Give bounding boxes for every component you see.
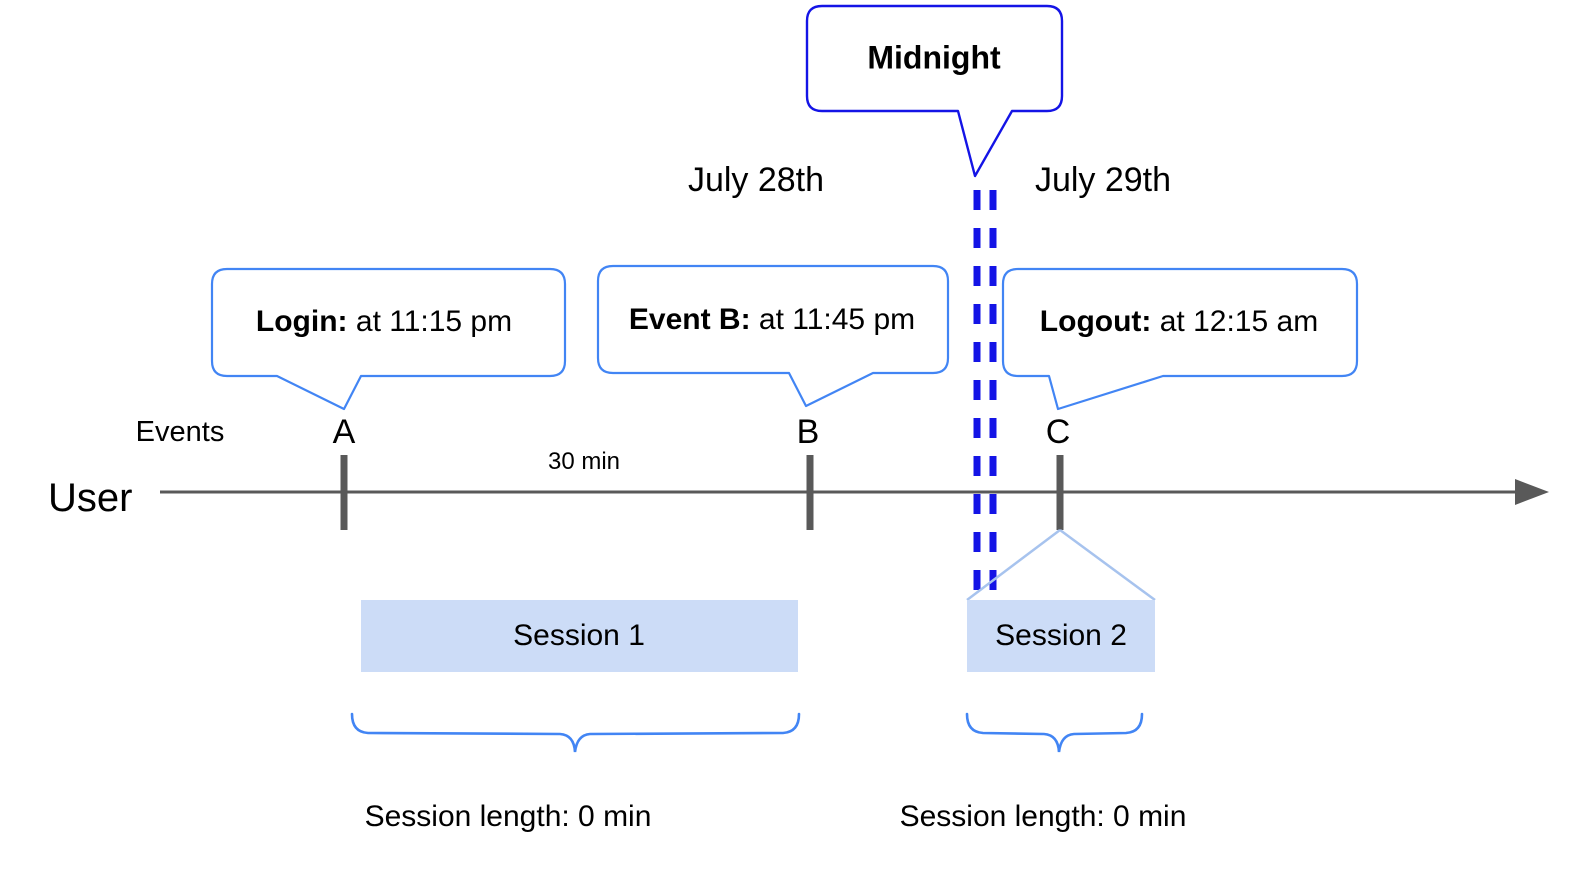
event-letter-b: B: [796, 413, 820, 451]
gap-label-30-min: 30 min: [547, 448, 621, 475]
callout-logout: Logout: at 12:15 am: [1040, 305, 1318, 339]
session-bar-1: [361, 600, 798, 672]
midnight-callout-label: Midnight: [867, 39, 1001, 76]
events-row-label: Events: [135, 416, 225, 448]
session-bar-1-label: Session 1: [513, 619, 645, 652]
callout-event-b: Event B: at 11:45 pm: [629, 303, 915, 337]
event-letter-a: A: [332, 413, 356, 451]
callout-logout-bold: Logout:: [1039, 305, 1152, 338]
session-length-brace-1: [350, 712, 801, 753]
callout-event-b-bold: Event B:: [628, 303, 751, 336]
callout-logout-rest: at 12:15 am: [1151, 305, 1319, 338]
timeline-axis: [160, 479, 1549, 505]
midnight-dashed-lines: [973, 190, 997, 590]
midnight-callout-shape: [805, 4, 1064, 178]
session-length-label-1: Session length: 0 min: [364, 800, 652, 833]
callout-login-bold: Login:: [255, 305, 348, 338]
date-label-july-28: July 28th: [687, 161, 825, 199]
session-2-funnel: [966, 528, 1156, 602]
session-length-label-2: Session length: 0 min: [899, 800, 1187, 833]
user-row-label: User: [48, 476, 133, 520]
callout-login: Login: at 11:15 pm: [256, 305, 512, 339]
callout-shape-event-b: [596, 264, 950, 408]
callout-login-rest: at 11:15 pm: [347, 305, 513, 338]
callout-shape-login: [210, 267, 567, 411]
session-bar-2: [967, 600, 1155, 672]
event-letter-c: C: [1045, 413, 1071, 451]
callout-event-b-rest: at 11:45 pm: [750, 303, 916, 336]
session-bar-2-label: Session 2: [995, 619, 1127, 652]
session-length-brace-2: [965, 712, 1144, 753]
date-label-july-29: July 29th: [1034, 161, 1172, 199]
callout-shape-logout: [1001, 267, 1359, 411]
